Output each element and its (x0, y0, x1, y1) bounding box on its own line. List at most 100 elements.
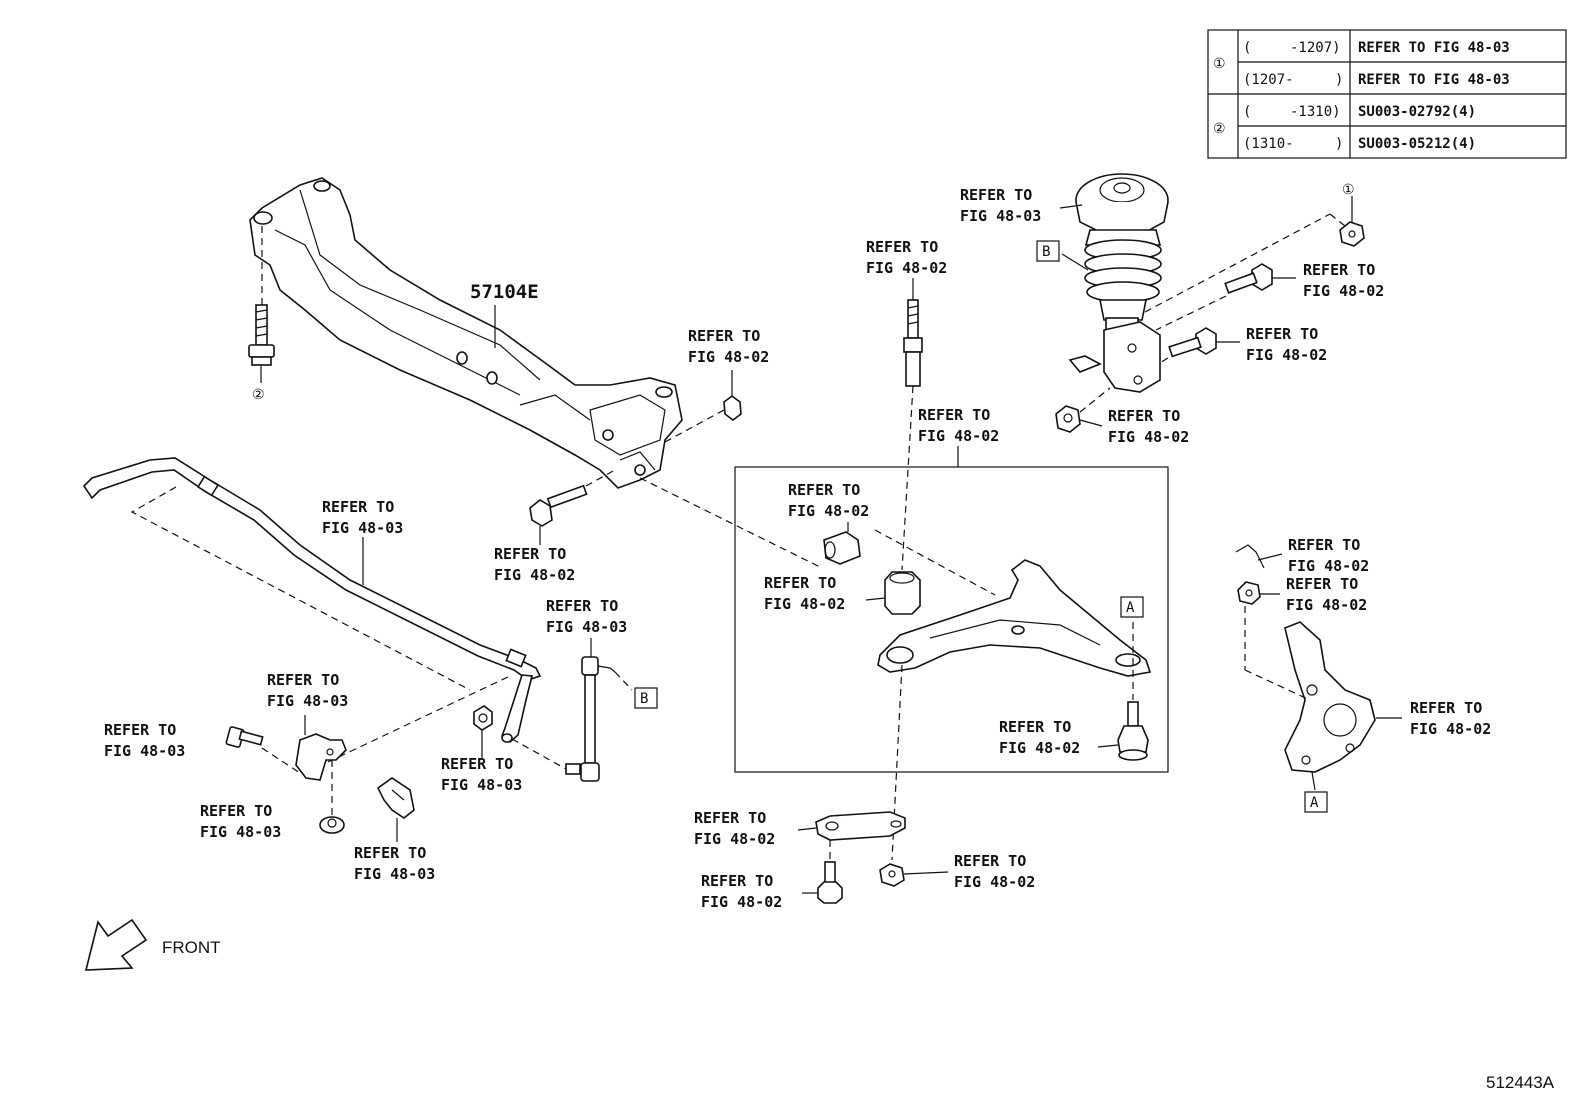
refer-bracket-1: REFER TO (267, 671, 339, 689)
marker-1-strut-nut: ① (1342, 182, 1355, 198)
front-direction-arrow-icon (84, 918, 148, 971)
table-row-2-ref: REFER TO FIG 48-03 (1358, 72, 1510, 88)
refer-stud-top-1: REFER TO (866, 238, 938, 256)
refer-balljoint-2: FIG 48-02 (999, 739, 1080, 757)
refer-link-1: REFER TO (546, 597, 618, 615)
refer-strut-bolt1-2: FIG 48-02 (1303, 282, 1384, 300)
refer-bushing-1: REFER TO (354, 844, 426, 862)
refer-bracket-2: FIG 48-03 (267, 692, 348, 710)
refer-plate-2: FIG 48-02 (694, 830, 775, 848)
refer-bracket-nut-2: FIG 48-03 (200, 823, 281, 841)
table-group-2-marker: ② (1213, 121, 1226, 137)
lower-arm-front-bushing (823, 522, 861, 565)
refer-arm-top-2: FIG 48-02 (918, 427, 999, 445)
stabilizer-nut (473, 705, 493, 758)
refer-strut-bolt2-2: FIG 48-02 (1246, 346, 1327, 364)
plate-nut (879, 863, 949, 887)
steering-knuckle (1284, 621, 1402, 791)
strut-top-nut (1339, 196, 1365, 247)
refer-plate-bolt-1: REFER TO (701, 872, 773, 890)
refer-stud-top-2: FIG 48-02 (866, 259, 947, 277)
refer-stab-nut-1: REFER TO (441, 755, 513, 773)
frame-rear-nut (723, 370, 742, 421)
suspension-crossmember (249, 177, 683, 489)
front-strut-assembly (1059, 173, 1169, 393)
refer-arm-bushing2-2: FIG 48-02 (764, 595, 845, 613)
arm-top-stud (903, 278, 923, 387)
marker-b-strut-label: B (1042, 244, 1050, 260)
refer-plate-bolt-2: FIG 48-02 (701, 893, 782, 911)
table-row-1-range-open: ( (1243, 40, 1251, 56)
frame-rear-bolt (529, 484, 588, 545)
table-row-1-range-close: -1207) (1290, 40, 1341, 56)
refer-arm-top-1: REFER TO (918, 406, 990, 424)
plate-bolt (802, 861, 843, 904)
refer-strut-bolt1-1: REFER TO (1303, 261, 1375, 279)
table-group-1-marker: ① (1213, 56, 1226, 72)
refer-stab-nut-2: FIG 48-03 (441, 776, 522, 794)
frame-mount-bolt (248, 226, 275, 383)
stabilizer-bushing (376, 777, 415, 842)
strut-lower-nut (1055, 405, 1103, 433)
refer-labels: REFER TO FIG 48-03 REFER TO FIG 48-02 RE… (104, 186, 1491, 911)
bracket-nut (319, 816, 345, 834)
refer-plate-1: REFER TO (694, 809, 766, 827)
diagram-code: 512443A (1486, 1073, 1555, 1092)
refer-strut-bolt2-1: REFER TO (1246, 325, 1318, 343)
refer-knuckle-nut-2: FIG 48-02 (1286, 596, 1367, 614)
refer-plate-nut-1: REFER TO (954, 852, 1026, 870)
lower-arm-rear-bushing (884, 571, 921, 615)
marker-a-arm-label: A (1126, 600, 1135, 616)
marker-box-a-knuckle: A (1304, 791, 1328, 813)
front-label: FRONT (162, 938, 221, 957)
refer-bracket-bolt-2: FIG 48-03 (104, 742, 185, 760)
refer-knuckle-1: REFER TO (1410, 699, 1482, 717)
strut-bolt-lower (1168, 327, 1240, 358)
table-row-1-ref: REFER TO FIG 48-03 (1358, 40, 1510, 56)
frame-part-number: 57104E (470, 281, 539, 303)
table-row-4-range-open: (1310- (1243, 136, 1294, 152)
refer-strut-top-2: FIG 48-03 (960, 207, 1041, 225)
refer-frame-nut-1: REFER TO (688, 327, 760, 345)
strut-bolt-upper (1224, 263, 1296, 294)
refer-balljoint-1: REFER TO (999, 718, 1071, 736)
table-row-3-ref: SU003-02792(4) (1358, 104, 1476, 120)
refer-plate-nut-2: FIG 48-02 (954, 873, 1035, 891)
refer-pin-1: REFER TO (1288, 536, 1360, 554)
refer-strut-top-1: REFER TO (960, 186, 1032, 204)
table-row-3-range-close: -1310) (1290, 104, 1341, 120)
table-row-3-range-open: ( (1243, 104, 1251, 120)
marker-b-link-label: B (640, 691, 648, 707)
refer-strut-nut-2: FIG 48-02 (1108, 428, 1189, 446)
refer-frame-nut-2: FIG 48-02 (688, 348, 769, 366)
refer-bushing-2: FIG 48-03 (354, 865, 435, 883)
refer-frame-bolt-2: FIG 48-02 (494, 566, 575, 584)
stabilizer-link (565, 638, 616, 782)
lower-arm-group-frame (734, 466, 1169, 773)
lower-plate (797, 811, 906, 841)
marker-a-knuckle-label: A (1310, 795, 1319, 811)
refer-stab-bar-2: FIG 48-03 (322, 519, 403, 537)
refer-arm-bushing2-1: REFER TO (764, 574, 836, 592)
refer-pin-2: FIG 48-02 (1288, 557, 1369, 575)
refer-knuckle-2: FIG 48-02 (1410, 720, 1491, 738)
cotter-pin (1235, 544, 1283, 569)
refer-arm-bushing-1: REFER TO (788, 481, 860, 499)
refer-knuckle-nut-1: REFER TO (1286, 575, 1358, 593)
refer-link-2: FIG 48-03 (546, 618, 627, 636)
refer-bracket-nut-1: REFER TO (200, 802, 272, 820)
variant-table: ① ② ( -1207) REFER TO FIG 48-03 (1207- )… (1207, 29, 1567, 159)
marker-box-b-link: B (634, 687, 658, 709)
stabilizer-bar (82, 457, 542, 744)
marker-box-b-strut: B (1036, 240, 1060, 262)
table-row-2-range-open: (1207- (1243, 72, 1294, 88)
stabilizer-bracket (295, 715, 347, 781)
refer-arm-bushing-2: FIG 48-02 (788, 502, 869, 520)
marker-2-frame-bolt: ② (252, 387, 265, 403)
bracket-bolt (225, 726, 264, 748)
refer-strut-nut-1: REFER TO (1108, 407, 1180, 425)
lower-control-arm (877, 559, 1152, 677)
table-row-2-range-close: ) (1335, 72, 1343, 88)
